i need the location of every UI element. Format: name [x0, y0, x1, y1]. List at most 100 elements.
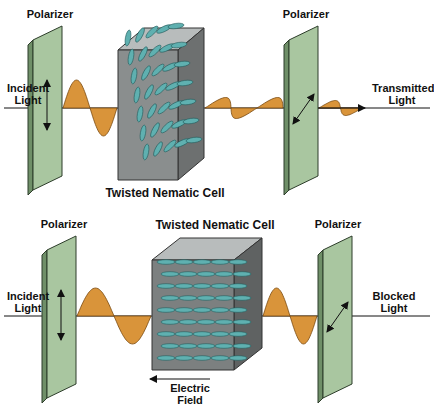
lc-molecule — [179, 344, 197, 349]
polarizer — [289, 26, 318, 190]
lc-molecule — [133, 87, 141, 104]
light-label: Incident Light — [2, 82, 54, 106]
lc-molecule — [161, 320, 179, 325]
cell-side — [178, 28, 204, 180]
lc-molecule — [130, 68, 138, 85]
lc-molecule — [179, 272, 197, 277]
lc-molecule — [161, 272, 179, 277]
lc-molecule — [211, 356, 229, 361]
lc-molecule — [193, 308, 211, 313]
light-axis — [318, 108, 365, 109]
light-wave — [63, 80, 117, 136]
polarization-arrow — [61, 290, 62, 340]
lc-molecule — [180, 98, 197, 105]
lc-molecule — [175, 260, 193, 265]
lc-molecule — [193, 332, 211, 337]
lc-molecule — [175, 356, 193, 361]
lc-molecule — [215, 320, 233, 325]
lc-molecule — [215, 344, 233, 349]
lc-molecule — [179, 296, 197, 301]
field-label: Electric Field — [160, 382, 220, 406]
lc-molecule — [183, 117, 200, 124]
light-label: Transmitted Light — [372, 82, 432, 106]
lc-molecule — [157, 356, 175, 361]
polarizer — [47, 236, 76, 398]
cell-label: Twisted Nematic Cell — [150, 218, 280, 232]
lc-molecule — [157, 284, 175, 289]
lc-molecule — [175, 308, 193, 313]
lc-molecule — [179, 320, 197, 325]
lc-molecule — [233, 344, 251, 349]
lc-molecule — [161, 296, 179, 301]
lc-molecule — [233, 320, 251, 325]
lc-molecule — [193, 260, 211, 265]
polarizer-edge — [42, 250, 47, 403]
lc-molecule — [197, 344, 215, 349]
lc-molecule — [157, 260, 175, 265]
polarizer — [323, 236, 352, 398]
lc-molecule — [152, 141, 164, 158]
lc-molecule — [161, 344, 179, 349]
polarizer-label: Polarizer — [34, 218, 94, 230]
light-label: Incident Light — [2, 290, 54, 314]
lc-molecule — [134, 27, 146, 44]
lc-molecule — [233, 272, 251, 277]
polarization-arrow — [293, 94, 314, 124]
polarizer-edge — [284, 40, 289, 195]
light-wave — [205, 98, 283, 119]
lc-molecule — [139, 125, 147, 142]
lc-molecule — [168, 22, 185, 29]
field-arrow — [150, 378, 210, 379]
polarizer-label: Polarizer — [20, 8, 80, 20]
lc-molecule — [197, 272, 215, 277]
cell-front — [118, 50, 178, 180]
polarizer-label: Polarizer — [276, 8, 336, 20]
light-wave — [263, 288, 317, 344]
lc-molecule — [229, 332, 247, 337]
lc-molecule — [124, 30, 132, 47]
cell-front — [152, 260, 234, 370]
lc-molecule — [197, 296, 215, 301]
lc-molecule — [229, 260, 247, 265]
lc-molecule — [157, 332, 175, 337]
lc-molecule — [197, 320, 215, 325]
lc-molecule — [149, 122, 161, 139]
lc-molecule — [186, 136, 203, 143]
cell-side — [234, 238, 262, 370]
lc-molecule — [229, 356, 247, 361]
lc-molecule — [175, 332, 193, 337]
lc-molecule — [211, 260, 229, 265]
lc-molecule — [136, 106, 144, 123]
lc-molecule — [177, 79, 194, 86]
lc-molecule — [211, 332, 229, 337]
light-label: Blocked Light — [364, 290, 424, 314]
lc-molecule — [211, 284, 229, 289]
lc-molecule — [174, 60, 191, 67]
lc-molecule — [229, 284, 247, 289]
lc-molecule — [193, 356, 211, 361]
lc-molecule — [143, 84, 155, 101]
polarizer-edge — [28, 40, 33, 195]
polarization-arrow — [327, 302, 348, 332]
lc-molecule — [157, 308, 175, 313]
polarizer — [33, 26, 62, 190]
lc-molecule — [142, 144, 150, 161]
polarizer-label: Polarizer — [308, 218, 368, 230]
lc-molecule — [127, 49, 135, 66]
lc-molecule — [229, 308, 247, 313]
cell-label: Twisted Nematic Cell — [100, 186, 230, 200]
lc-molecule — [171, 41, 188, 48]
lc-molecule — [140, 65, 152, 82]
light-wave — [77, 288, 151, 344]
lc-molecule — [211, 308, 229, 313]
lc-molecule — [175, 284, 193, 289]
polarizer-edge — [318, 250, 323, 403]
lc-molecule — [193, 284, 211, 289]
lc-molecule — [137, 46, 149, 63]
lc-molecule — [215, 272, 233, 277]
lc-molecule — [233, 296, 251, 301]
lc-molecule — [146, 103, 158, 120]
lc-molecule — [215, 296, 233, 301]
